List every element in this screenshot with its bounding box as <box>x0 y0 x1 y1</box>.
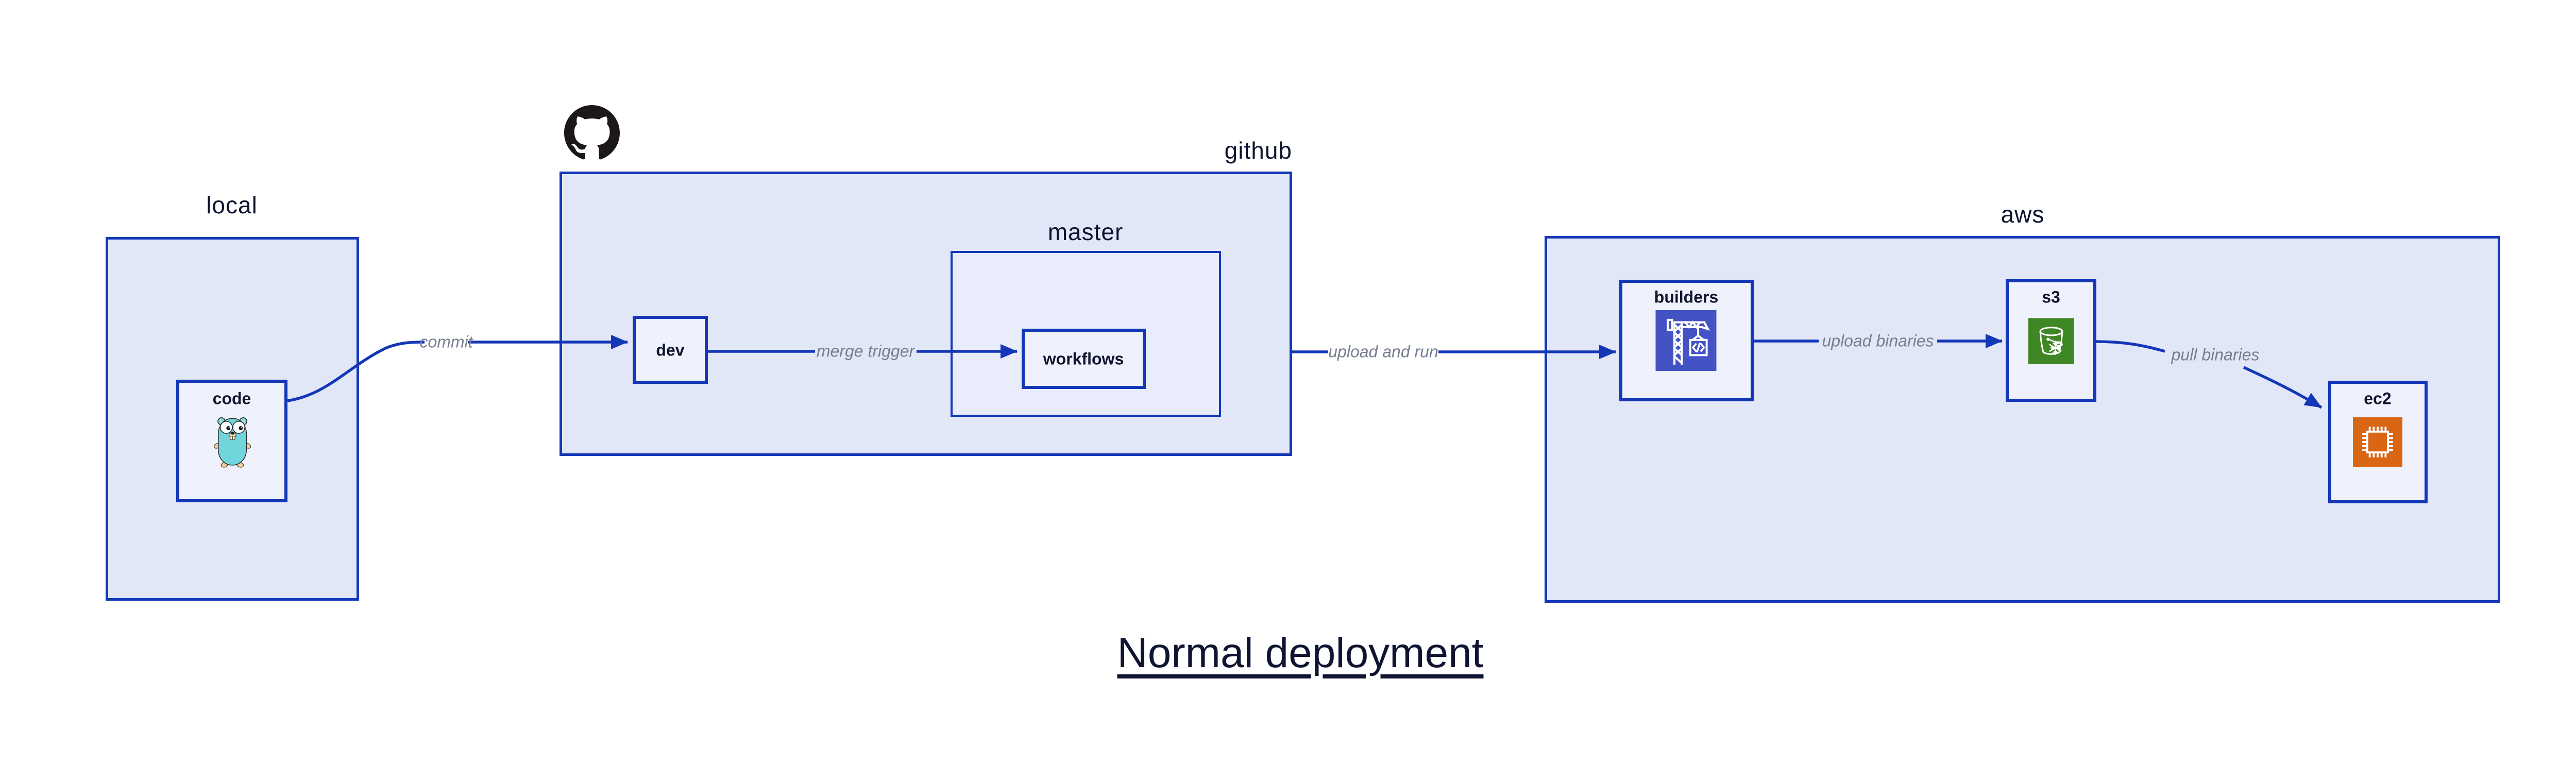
node-builders <box>1619 280 1754 401</box>
github-container-label: github <box>1224 137 1292 164</box>
diagram-title: Normal deployment <box>1117 630 1484 676</box>
master-container-label: master <box>1047 218 1124 245</box>
github-octocat-icon <box>564 105 620 160</box>
codebuild-crane-icon <box>1655 310 1717 371</box>
edge-label-merge-trigger: merge trigger <box>816 342 915 361</box>
node-workflows-label: workflows <box>1043 349 1124 368</box>
node-dev <box>633 316 708 384</box>
node-s3-label: s3 <box>2042 287 2060 307</box>
node-builders-label: builders <box>1654 287 1719 307</box>
edge-label-commit: commit <box>419 332 473 351</box>
s3-bucket-icon <box>2028 318 2074 364</box>
node-workflows <box>1022 329 1146 389</box>
local-container-label: local <box>206 192 258 218</box>
edge-label-pull-binaries: pull binaries <box>2171 345 2260 364</box>
cpu-chip-icon <box>2353 417 2402 467</box>
aws-container-label: aws <box>2001 201 2045 228</box>
node-dev-label: dev <box>656 341 685 360</box>
go-gopher-icon <box>213 417 251 468</box>
node-code-label: code <box>212 389 251 408</box>
edge-label-upload-and-run: upload and run <box>1328 342 1438 361</box>
node-ec2-label: ec2 <box>2364 389 2392 408</box>
edge-label-upload-binaries: upload binaries <box>1822 331 1934 350</box>
